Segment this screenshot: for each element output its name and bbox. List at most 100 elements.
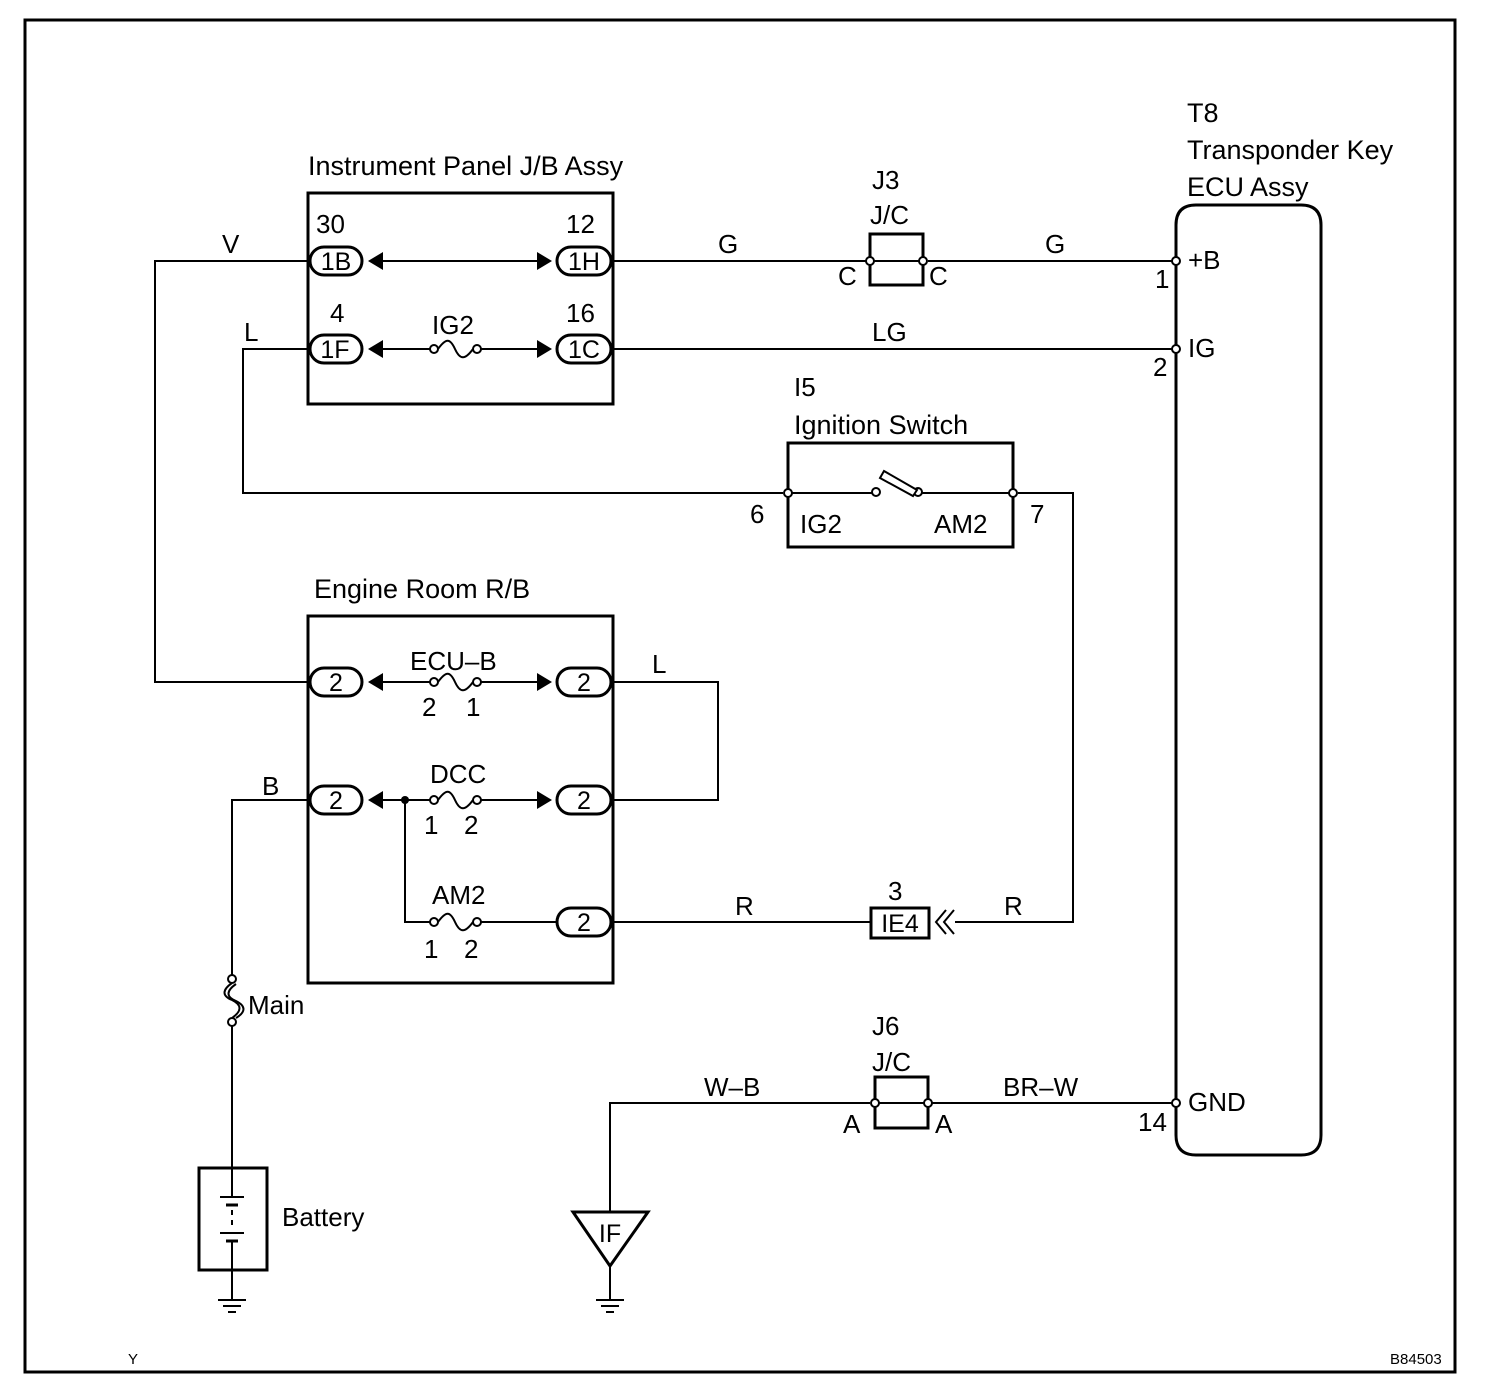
ecu-code: T8 xyxy=(1187,98,1219,128)
wire-label-b: B xyxy=(262,771,279,801)
wire-label-l1: L xyxy=(244,317,258,347)
ignition-switch: I5 Ignition Switch 6 7 IG2 AM2 xyxy=(750,372,1044,549)
j6-pin-right: A xyxy=(935,1109,953,1139)
j6-code: J6 xyxy=(872,1011,899,1041)
ign-pin-7: 7 xyxy=(1030,499,1044,529)
transponder-ecu: T8 Transponder Key ECU Assy +B 1 IG 2 GN… xyxy=(1138,98,1394,1157)
j3-box xyxy=(868,232,925,287)
ecub-fuse-icon xyxy=(437,672,474,692)
jb-title: Instrument Panel J/B Assy xyxy=(308,151,624,181)
fuse-dcc-label: DCC xyxy=(430,759,486,789)
rb-box xyxy=(306,614,615,985)
jb-arrow-right-1 xyxy=(537,252,552,270)
dcc-pin-2: 2 xyxy=(464,810,478,840)
wire-label-wb: W–B xyxy=(704,1072,760,1102)
j3-pin-left: C xyxy=(838,261,857,291)
ground-if: IF xyxy=(570,1210,651,1313)
ecu-pin-b: +B xyxy=(1188,245,1221,275)
j6-pin-left: A xyxy=(843,1109,861,1139)
jb-pin-16: 16 xyxy=(566,298,595,328)
ign-am2: AM2 xyxy=(934,509,987,539)
jb-box xyxy=(306,191,615,406)
fuse-am2-label: AM2 xyxy=(432,880,485,910)
conn-1b xyxy=(308,245,364,277)
wire-labels: V G G L LG L B R R W–B BR–W xyxy=(222,229,1079,1102)
dcc-pin-1: 1 xyxy=(424,810,438,840)
wire-label-g1: G xyxy=(718,229,738,259)
ecub-pin-2: 2 xyxy=(422,692,436,722)
j6-name: J/C xyxy=(872,1047,911,1077)
ecu-pin-ig: IG xyxy=(1188,333,1215,363)
jb-pin-30: 30 xyxy=(316,209,345,239)
ecu-name-line1: Transponder Key xyxy=(1187,135,1394,165)
wire-label-lg: LG xyxy=(872,317,907,347)
dcc-fuse-icon xyxy=(437,790,474,810)
j3-pin-right: C xyxy=(929,261,948,291)
conn-1b-label: 1B xyxy=(321,248,352,276)
jb-pin-12: 12 xyxy=(566,209,595,239)
ground-battery-icon xyxy=(218,1299,246,1313)
connector-ie4: 3 IE4 xyxy=(869,876,955,940)
conn-1c-label: 1C xyxy=(568,336,600,364)
wire-label-l2: L xyxy=(652,649,666,679)
rb-title: Engine Room R/B xyxy=(314,574,530,604)
j3-name: J/C xyxy=(870,200,909,230)
rb-conn-3-right: 2 xyxy=(577,909,591,937)
wire-label-brw: BR–W xyxy=(1003,1072,1079,1102)
conn-1f xyxy=(308,333,364,365)
jb-arrow-left-1 xyxy=(368,252,383,270)
main-fuse: Main xyxy=(223,974,304,1027)
instrument-panel-jb: Instrument Panel J/B Assy 1B 1H 30 12 1F… xyxy=(306,151,624,406)
ignition-switch-blade-icon xyxy=(878,469,919,498)
jb-pin-4: 4 xyxy=(330,298,344,328)
ecub-pin-1: 1 xyxy=(466,692,480,722)
wire-r-ign xyxy=(955,492,1074,923)
corner-right-code: B84503 xyxy=(1390,1351,1442,1368)
wire-l-loop xyxy=(613,681,719,801)
conn-1c xyxy=(555,333,613,365)
wire-l-ign xyxy=(242,348,783,494)
wire-v xyxy=(154,260,308,683)
ign-ig2: IG2 xyxy=(800,509,842,539)
junction-j3: J3 J/C C C xyxy=(838,165,948,291)
diagram-frame xyxy=(23,18,1457,1374)
ign-name: Ignition Switch xyxy=(794,410,968,440)
wire-label-g2: G xyxy=(1045,229,1065,259)
corner-left-code: Y xyxy=(128,1351,138,1368)
junction-j6: J6 J/C A A xyxy=(843,1011,953,1139)
main-fuse-label: Main xyxy=(248,990,304,1020)
fuse-ecub-label: ECU–B xyxy=(410,646,497,676)
am2-fuse-icon xyxy=(437,912,474,932)
rb-conn-1-left: 2 xyxy=(329,669,343,697)
ground-if-label: IF xyxy=(599,1220,621,1248)
ie4-label: IE4 xyxy=(881,910,919,938)
rb-conn-2-right: 2 xyxy=(577,787,591,815)
battery: Battery xyxy=(197,1166,364,1272)
ecu-pin-b-no: 1 xyxy=(1155,264,1169,294)
ign-code: I5 xyxy=(794,372,816,402)
fuse-ig2-label: IG2 xyxy=(432,310,474,340)
wire-label-r1: R xyxy=(735,891,754,921)
ecu-pin-ig-no: 2 xyxy=(1153,352,1167,382)
conn-1h xyxy=(555,245,613,277)
wire-label-v: V xyxy=(222,229,240,259)
ground-if-triangle-icon xyxy=(570,1210,651,1269)
ie4-pin: 3 xyxy=(888,876,902,906)
wires xyxy=(154,260,1172,1300)
ecu-pin-gnd-no: 14 xyxy=(1138,1107,1167,1137)
am2-pin-2: 2 xyxy=(464,934,478,964)
am2-pin-1: 1 xyxy=(424,934,438,964)
connector-chevron-icon xyxy=(934,909,955,935)
conn-1h-label: 1H xyxy=(568,248,600,276)
ecu-pin-gnd: GND xyxy=(1188,1087,1246,1117)
ie4-box xyxy=(869,906,931,940)
wire-b xyxy=(231,799,308,975)
engine-room-rb: Engine Room R/B 2 2 ECU–B 2 1 2 2 DCC 1 … xyxy=(306,574,615,985)
wire-wb xyxy=(609,1102,870,1212)
battery-label: Battery xyxy=(282,1202,364,1232)
ign-pin-6: 6 xyxy=(750,499,764,529)
ecu-box xyxy=(1174,203,1323,1157)
wire-label-r2: R xyxy=(1004,891,1023,921)
j3-code: J3 xyxy=(872,165,899,195)
